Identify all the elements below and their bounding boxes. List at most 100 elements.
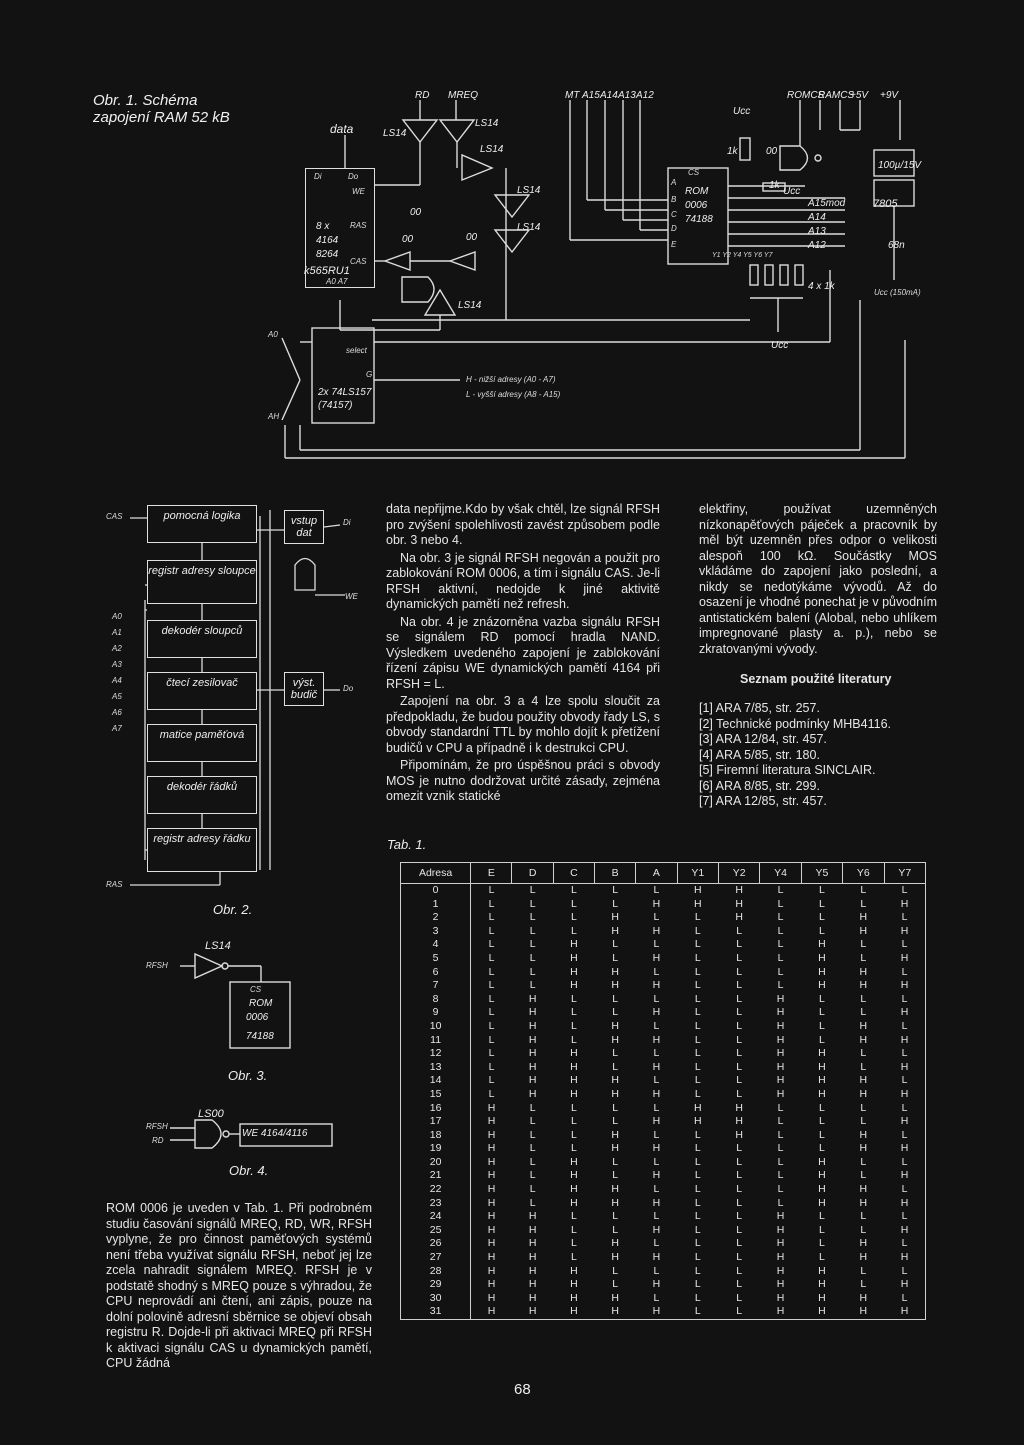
table-address-cell: 6 xyxy=(399,965,472,980)
addr-a15mod: A15mod xyxy=(808,198,846,209)
table-cell: H xyxy=(611,1291,619,1304)
block-vystup-budic: výst. budič xyxy=(284,672,324,706)
para-mid-1: data nepřijme.Kdo by však chtěl, lze sig… xyxy=(386,502,660,547)
table-address-cell: 3 xyxy=(399,924,472,939)
table-cell: H xyxy=(594,1305,636,1321)
table-cell: L xyxy=(653,1019,660,1032)
table-header-cell: Adresa xyxy=(399,862,472,884)
fig3-num: 0006 xyxy=(246,1012,269,1023)
mux-select: select xyxy=(346,346,367,355)
table-cell: H xyxy=(735,911,743,924)
table-cell: L xyxy=(860,1223,867,1236)
table-cell: H xyxy=(818,965,826,978)
table-cell: H xyxy=(884,1251,927,1265)
table-address-cell: 25 xyxy=(399,1223,472,1238)
table-cell: L xyxy=(819,1223,825,1236)
ram-addr: A0 A7 xyxy=(326,277,348,286)
table-cell: H xyxy=(487,1251,496,1264)
table-cell: H xyxy=(487,1101,496,1114)
table-cell: L xyxy=(694,951,701,964)
mux-note-h: H - nižší adresy (A0 - A7) xyxy=(466,375,556,384)
table-cell: L xyxy=(777,1115,784,1128)
lit-7: [7] ARA 12/85, str. 457. xyxy=(699,794,827,808)
table-cell: L xyxy=(860,1278,867,1291)
table-address-cell: 2 xyxy=(399,911,472,925)
table-cell: L xyxy=(529,979,536,992)
para-left: ROM 0006 je uveden v Tab. 1. Při podrobn… xyxy=(106,1201,372,1370)
table-cell: H xyxy=(528,1264,537,1277)
table-address-cell: 4 xyxy=(399,938,472,952)
table-cell: H xyxy=(652,1087,661,1100)
table-caption: Tab. 1. xyxy=(387,837,427,852)
table-cell: L xyxy=(819,1251,825,1264)
table-cell: H xyxy=(652,1060,661,1073)
table-cell: L xyxy=(488,938,495,951)
table-cell: L xyxy=(653,1237,660,1250)
table-cell: H xyxy=(693,897,702,910)
table-cell: H xyxy=(487,1115,496,1128)
table-cell: L xyxy=(860,951,867,964)
table-cell: L xyxy=(694,1237,701,1250)
table-cell: H xyxy=(652,1223,661,1236)
table-cell: L xyxy=(736,1033,743,1046)
table-cell: L xyxy=(694,1278,701,1291)
table-cell: L xyxy=(884,911,927,925)
table-cell: L xyxy=(860,1264,867,1277)
table-cell: L xyxy=(884,965,927,980)
ucc-150: Ucc (150mA) xyxy=(874,288,921,297)
para-mid-2: Na obr. 3 je signál RFSH negován a použi… xyxy=(386,550,660,612)
table-cell: H xyxy=(487,1183,496,1196)
table-cell: L xyxy=(884,1155,927,1170)
table-cell: H xyxy=(553,1305,595,1321)
table-cell: H xyxy=(570,1060,578,1073)
table-address-cell: 14 xyxy=(399,1074,472,1088)
para-right-1: elektřiny, používat uzemněných nízkonapě… xyxy=(699,502,937,656)
table-cell: L xyxy=(612,897,619,910)
table-cell: H xyxy=(611,979,619,992)
table-cell: L xyxy=(736,1047,743,1060)
table-cell: L xyxy=(529,1196,536,1209)
ram-l2: 4164 xyxy=(316,235,339,246)
para-mid-4: Zapojení na obr. 3 a 4 lze spolu sloučit… xyxy=(386,694,660,755)
table-address-cell: 21 xyxy=(399,1169,472,1184)
ucc-label-b: Ucc xyxy=(783,186,801,197)
ramcs-signal: RAMCS xyxy=(818,90,855,101)
table-cell: L xyxy=(860,1006,867,1019)
table-cell: L xyxy=(819,1237,825,1250)
table-cell: L xyxy=(736,1251,743,1264)
table-cell: L xyxy=(529,1115,536,1128)
rom-type: 74188 xyxy=(685,214,713,225)
a12-signal: A12 xyxy=(636,90,654,101)
cap-68n: 68n xyxy=(888,240,905,251)
table-cell: L xyxy=(819,1115,825,1128)
table-cell: L xyxy=(694,1210,701,1223)
a14-signal: A14 xyxy=(600,90,618,101)
table-cell: H xyxy=(570,1155,578,1168)
table-cell: H xyxy=(776,1047,785,1060)
table-cell: L xyxy=(570,1237,577,1250)
block-pomocna-logika: pomocná logika xyxy=(147,505,257,543)
table-cell: L xyxy=(694,1060,701,1073)
table-cell: L xyxy=(570,1142,577,1155)
table-cell: H xyxy=(528,1087,537,1100)
table-cell: H xyxy=(570,979,578,992)
block-dekoder-radku: dekodér řádků xyxy=(147,776,257,814)
ram-ras: RAS xyxy=(350,221,367,230)
table-cell: H xyxy=(776,1060,785,1073)
table-cell: H xyxy=(528,1033,537,1046)
table-address-cell: 26 xyxy=(399,1237,472,1252)
fig2-a7: A7 xyxy=(112,724,122,733)
table-cell: H xyxy=(859,979,868,992)
block-matice: matice paměťová xyxy=(147,724,257,762)
block-cteci-zesilovac: čtecí zesilovač xyxy=(147,672,257,710)
table-cell: L xyxy=(653,1101,660,1114)
table-cell: L xyxy=(488,911,495,924)
table-cell: H xyxy=(652,1006,661,1019)
table-cell: H xyxy=(570,938,578,951)
ls14-a: LS14 xyxy=(383,128,407,139)
fig4-rfsh: RFSH xyxy=(146,1122,168,1131)
table-cell: H xyxy=(570,1278,578,1291)
